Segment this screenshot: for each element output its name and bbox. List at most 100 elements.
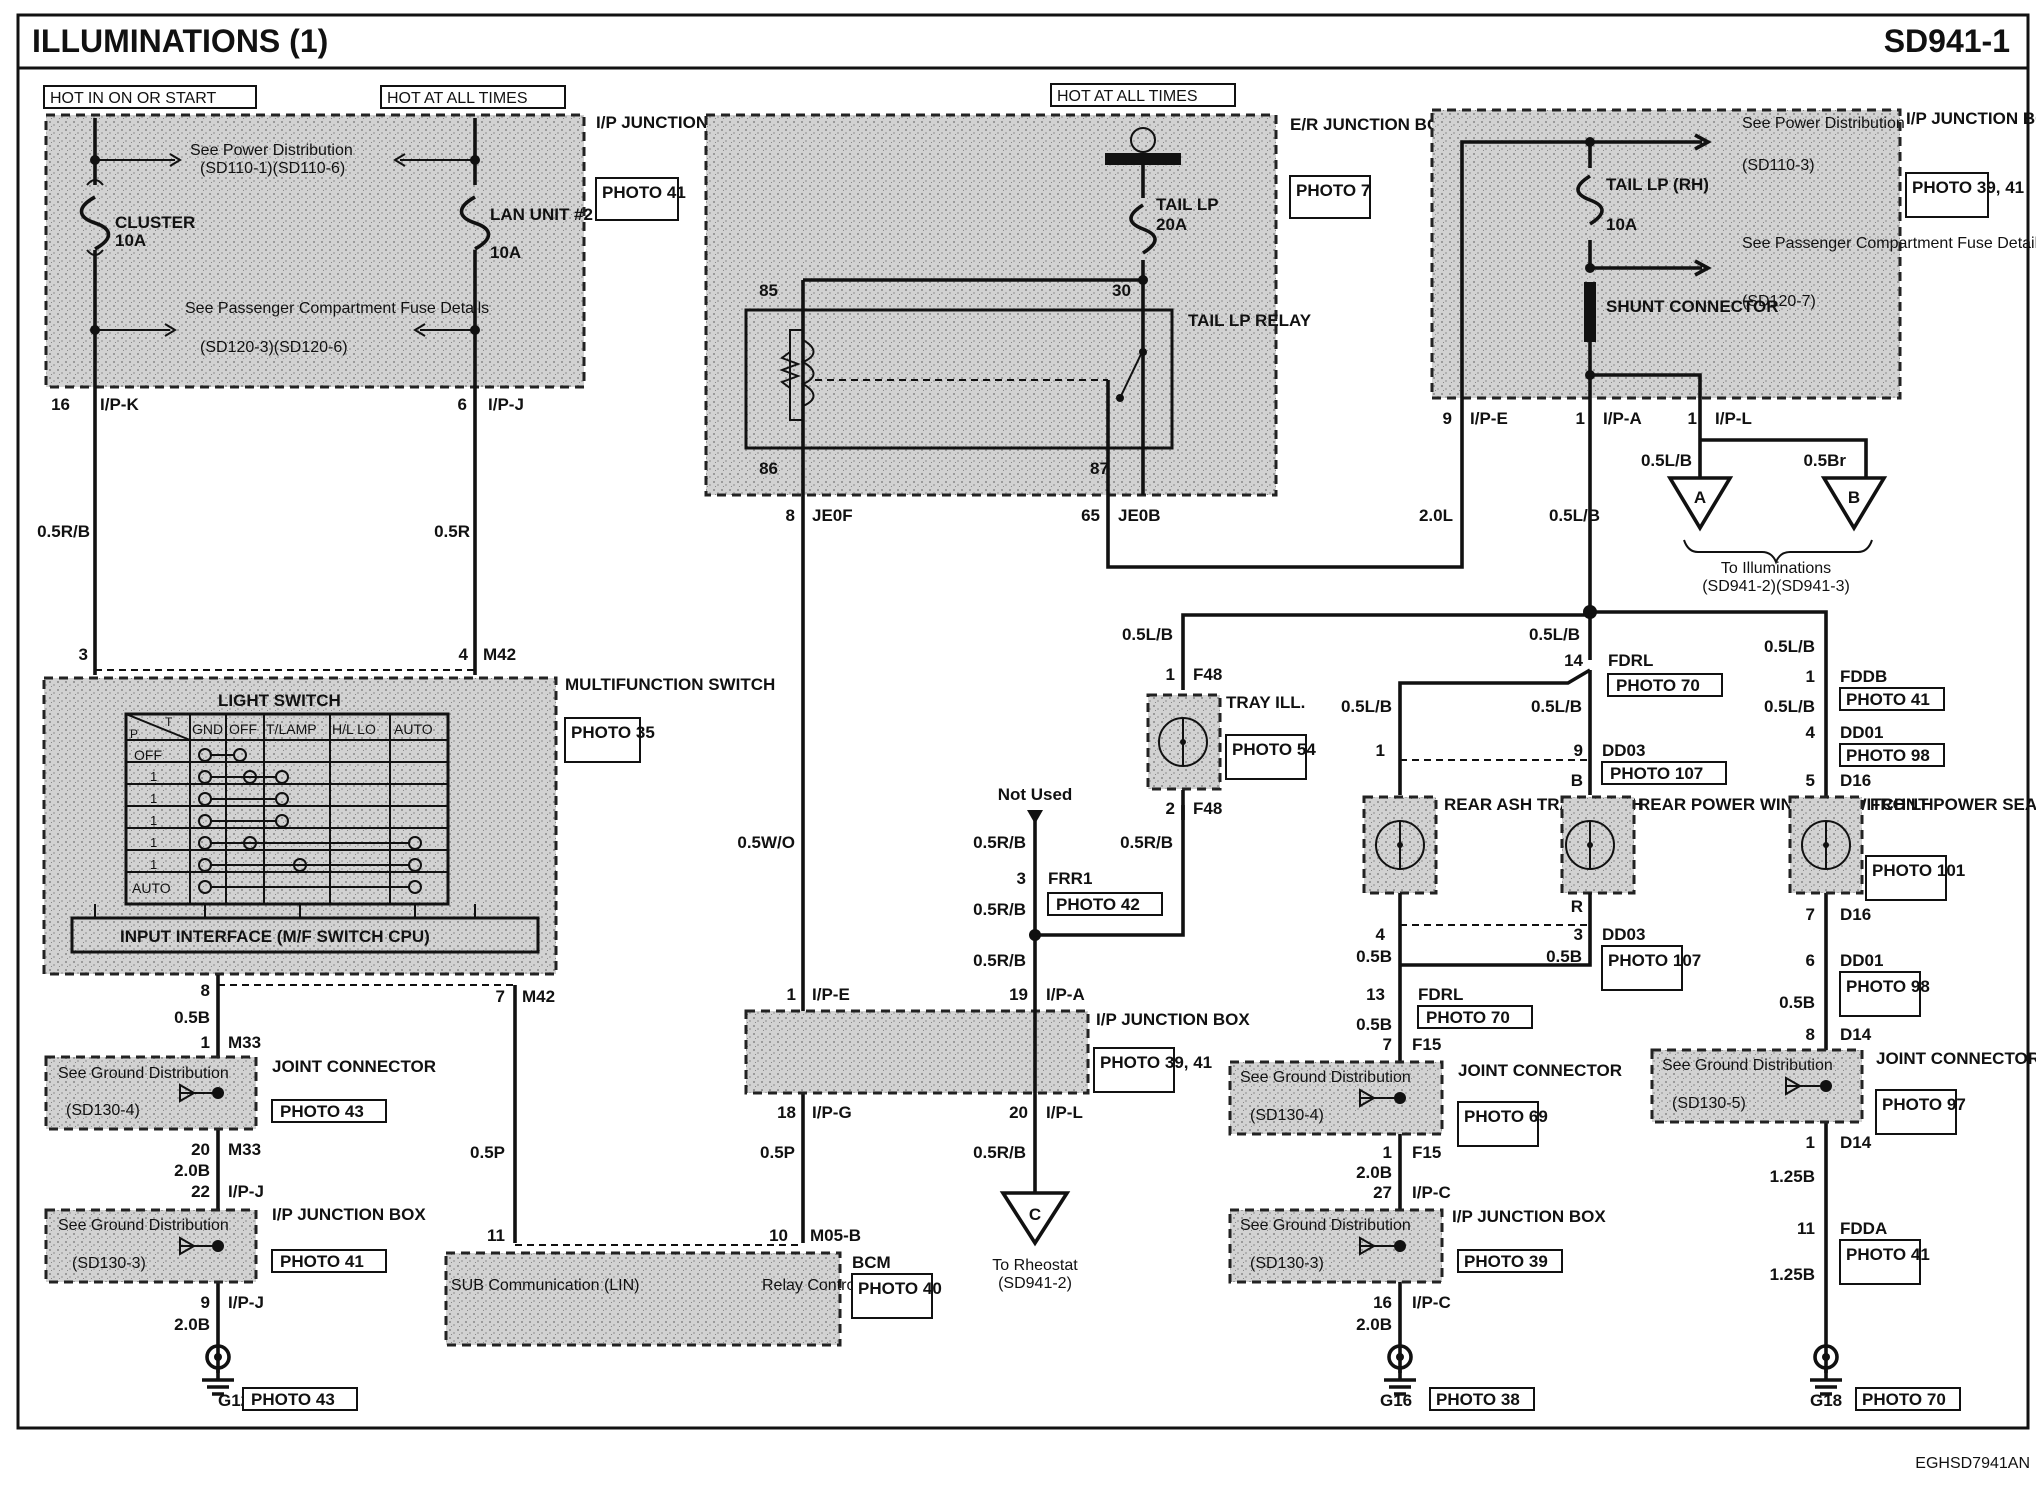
- shunt-connector-icon: [1584, 282, 1596, 342]
- see-ground-ref: (SD130-4): [66, 1102, 140, 1119]
- photo-ref: PHOTO 39: [1464, 1252, 1548, 1271]
- not-used-arrow-icon: [1027, 810, 1043, 824]
- mid-ip-junction-box: 1 I/P-E 19 I/P-A 18 I/P-G 20 I/P-L I/P J…: [744, 985, 1250, 1122]
- photo-ref: PHOTO 7: [1296, 181, 1370, 200]
- wire-color: 0.5B: [1779, 993, 1815, 1012]
- see-ground-text: See Ground Distribution: [1662, 1057, 1833, 1074]
- photo-ref: PHOTO 40: [858, 1279, 942, 1298]
- see-pass-ref: (SD120-3)(SD120-6): [200, 339, 348, 356]
- illum-connector-a-icon: [1666, 476, 1734, 532]
- pin-label: 3: [1017, 869, 1026, 888]
- see-pass-ref: (SD120-7): [1742, 293, 1816, 310]
- ground-g18-icon: [1810, 1344, 1842, 1396]
- table-p: P: [130, 727, 138, 741]
- illum-connector-b-icon: [1820, 476, 1888, 532]
- connector-label: I/P-C: [1412, 1293, 1451, 1312]
- pin-label: 4: [1376, 925, 1386, 944]
- row-label: 1: [150, 813, 157, 828]
- wire-color: 2.0L: [1419, 506, 1453, 525]
- photo-ref: PHOTO 107: [1608, 951, 1701, 970]
- box-name: E/R JUNCTION BOX: [1290, 115, 1452, 134]
- col-header: H/L LO: [332, 721, 376, 737]
- connector-label: F48: [1193, 799, 1222, 818]
- photo-ref: PHOTO 98: [1846, 746, 1930, 765]
- wire-color: 0.5R/B: [973, 951, 1026, 970]
- pin-label: 87: [1090, 459, 1109, 478]
- wire-color: 0.5P: [760, 1143, 795, 1162]
- wire-color: 0.5R/B: [37, 522, 90, 541]
- photo-ref: PHOTO 41: [1846, 690, 1930, 709]
- photo-ref: PHOTO 35: [571, 723, 655, 742]
- photo-ref: PHOTO 41: [280, 1252, 364, 1271]
- wire-color: B: [1571, 771, 1583, 790]
- row-label: AUTO: [132, 880, 171, 896]
- light-switch-title: LIGHT SWITCH: [218, 691, 341, 710]
- left-ip-junction-box-ground: See Ground Distribution (SD130-3) I/P JU…: [44, 1205, 426, 1284]
- wire-color: 0.5R/B: [973, 1143, 1026, 1162]
- tail-fuse-amp: 20A: [1156, 215, 1187, 234]
- wire-color: 0.5W/O: [737, 833, 795, 852]
- wire-color: 1.25B: [1770, 1265, 1815, 1284]
- ground-g12-icon: [202, 1344, 234, 1396]
- photo-ref: PHOTO 43: [251, 1390, 335, 1409]
- wire-color: 0.5R/B: [973, 900, 1026, 919]
- bcm-relay-control-label: Relay Control: [762, 1277, 859, 1294]
- connector-label: D14: [1840, 1133, 1872, 1152]
- to-rheostat-ref: (SD941-2): [998, 1275, 1072, 1292]
- pin-label: 9: [201, 1293, 210, 1312]
- connector-label: I/P-E: [1470, 409, 1508, 428]
- connector-label: I/P-J: [488, 395, 524, 414]
- connector-label: I/P-L: [1046, 1103, 1083, 1122]
- wire-color: 0.5L/B: [1529, 625, 1580, 644]
- wire-color: 0.5L/B: [1641, 451, 1692, 470]
- front-power-seat-switch: FRONT POWER SEAT SWITCH LH PHOTO 101: [1788, 795, 2036, 901]
- see-ground-ref: (SD130-3): [1250, 1255, 1324, 1272]
- right-ip-junction-box: I/P JUNCTION BOX PHOTO 39, 41 See Power …: [1430, 108, 2036, 428]
- wire-color: 0.5L/B: [1531, 697, 1582, 716]
- connector-label: D16: [1840, 905, 1871, 924]
- pin-label: 30: [1112, 281, 1131, 300]
- wire-color: 0.5R/B: [973, 833, 1026, 852]
- pin-label: 6: [1806, 951, 1815, 970]
- pin-label: 65: [1081, 506, 1100, 525]
- pin-label: 20: [191, 1140, 210, 1159]
- tail-fuse-label: TAIL LP: [1156, 195, 1219, 214]
- wire-color: 0.5L/B: [1549, 506, 1600, 525]
- box-name: I/P JUNCTION BOX: [1906, 109, 2036, 128]
- ground-label: G16: [1380, 1391, 1412, 1410]
- connector-label: I/P-L: [1715, 409, 1752, 428]
- junction-box-label: I/P JUNCTION BOX: [1452, 1207, 1606, 1226]
- shunt-connector-label: SHUNT CONNECTOR: [1606, 297, 1779, 316]
- wire-color: 2.0B: [1356, 1163, 1392, 1182]
- wire-color: 0.5B: [1546, 947, 1582, 966]
- connector-letter: B: [1848, 488, 1860, 507]
- pin-label: 85: [759, 281, 778, 300]
- photo-ref: PHOTO 70: [1862, 1390, 1946, 1409]
- pin-label: 1: [201, 1033, 210, 1052]
- connector-label: M42: [483, 645, 516, 664]
- connector-letter: A: [1694, 488, 1706, 507]
- col-header: OFF: [229, 721, 257, 737]
- cluster-fuse-amp: 10A: [115, 231, 146, 250]
- pin-label: 7: [1806, 905, 1815, 924]
- col-header: AUTO: [394, 721, 433, 737]
- connector-label: F15: [1412, 1143, 1441, 1162]
- connector-label: FDDB: [1840, 667, 1887, 686]
- photo-ref: PHOTO 107: [1610, 764, 1703, 783]
- to-illuminations-label: To Illuminations: [1721, 560, 1831, 577]
- connector-label: D14: [1840, 1025, 1872, 1044]
- drawing-ref: EGHSD7941AN: [1915, 1455, 2030, 1472]
- pin-label: 10: [769, 1226, 788, 1245]
- hot-at-all-times-label: HOT AT ALL TIMES: [387, 90, 528, 107]
- wire-color: 0.5R: [434, 522, 470, 541]
- battery-terminal-icon: [1130, 127, 1156, 153]
- bcm-label: BCM: [852, 1253, 891, 1272]
- connector-label: DD03: [1602, 741, 1645, 760]
- wire-color: 2.0B: [1356, 1315, 1392, 1334]
- wire-color: 0.5B: [1356, 1015, 1392, 1034]
- photo-ref: PHOTO 41: [1846, 1245, 1930, 1264]
- tail-lp-relay: [744, 308, 1174, 450]
- connector-label: F15: [1412, 1035, 1441, 1054]
- tail-rh-fuse: [1576, 174, 1604, 226]
